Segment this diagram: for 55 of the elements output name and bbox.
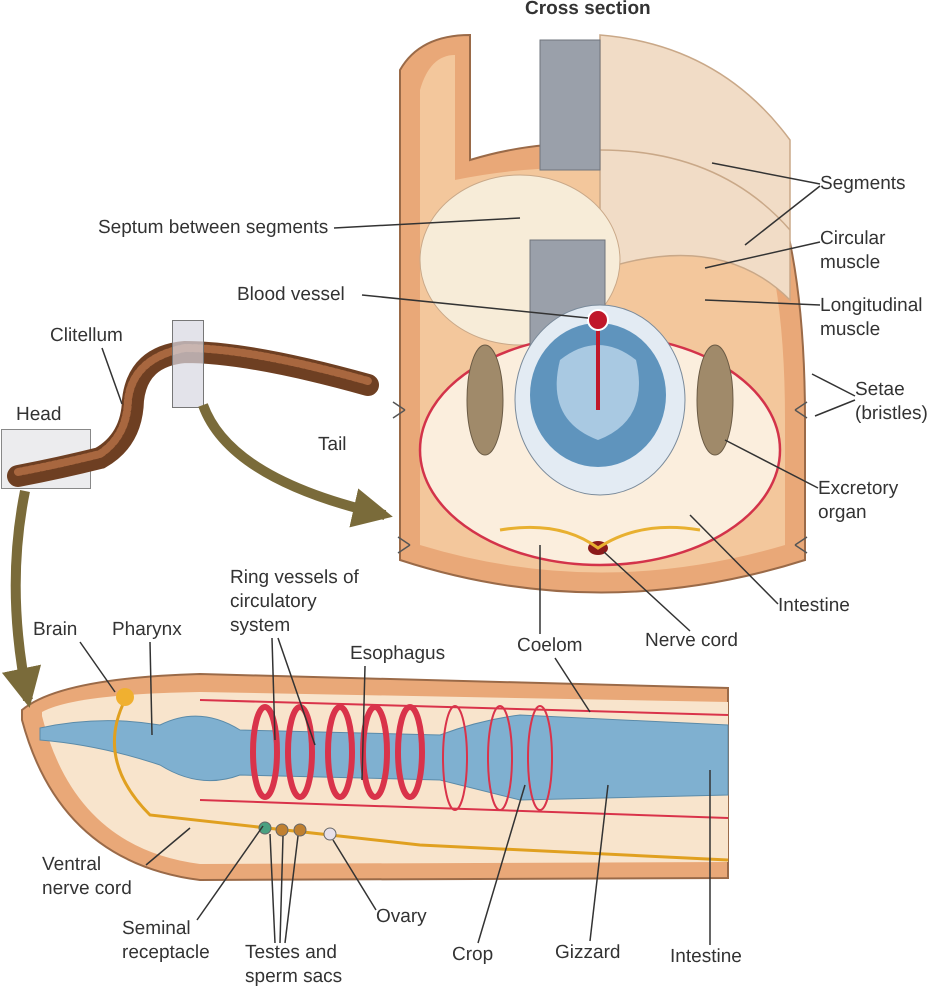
leader-line [689, 514, 779, 605]
leader-line [284, 836, 299, 944]
part-label: Setae (bristles) [855, 378, 935, 426]
leader-line [271, 638, 276, 740]
leader-line [79, 642, 116, 692]
part-label: Ventral nerve cord [42, 853, 152, 901]
part-label: Seminal receptacle [122, 917, 232, 965]
part-label: Coelom [517, 634, 597, 658]
part-label: Excretory organ [818, 477, 918, 525]
leader-line [814, 399, 856, 417]
part-label: Blood vessel [237, 283, 377, 307]
leader-line [712, 162, 820, 185]
leader-line [361, 666, 366, 780]
leader-line [279, 836, 284, 944]
leader-line [554, 658, 591, 712]
leader-line [332, 840, 377, 910]
part-label: Testes and sperm sacs [245, 941, 365, 989]
leader-line [149, 642, 153, 736]
part-label: Gizzard [555, 941, 635, 965]
arrow [2, 490, 42, 708]
part-label: Circular muscle [820, 227, 910, 275]
part-label: Crop [452, 943, 512, 967]
leader-line [744, 185, 820, 246]
leader-line [589, 784, 609, 942]
leader-line [709, 770, 711, 945]
leader-line [334, 217, 520, 229]
part-label: Ovary [376, 905, 446, 929]
arrow [198, 402, 393, 527]
leader-line [812, 373, 856, 397]
leader-line [196, 826, 264, 920]
part-label: Ring vessels of circulatory system [230, 566, 360, 638]
part-label: Brain [33, 618, 93, 642]
leader-line [477, 784, 526, 944]
part-label: Tail [318, 433, 347, 457]
leader-line [704, 299, 820, 306]
leader-line [362, 294, 588, 319]
leader-line [604, 551, 690, 632]
leader-line [101, 348, 123, 404]
part-label: Segments [820, 172, 930, 196]
leader-line [539, 545, 541, 634]
leader-line [146, 827, 190, 866]
part-label: Intestine [670, 945, 760, 969]
leader-line [704, 241, 820, 269]
section-plane [172, 320, 204, 408]
leader-line [277, 638, 316, 746]
part-label: Septum between segments [98, 216, 334, 240]
leader-line [269, 834, 276, 944]
part-label: Head [16, 403, 62, 427]
part-label: Pharynx [112, 618, 202, 642]
section-title: Cross section [525, 0, 651, 21]
part-label: Intestine [778, 594, 868, 618]
part-label: Longitudinal muscle [820, 294, 935, 342]
part-label: Nerve cord [645, 629, 765, 653]
part-label: Clitellum [50, 324, 150, 348]
part-label: Esophagus [350, 642, 470, 666]
